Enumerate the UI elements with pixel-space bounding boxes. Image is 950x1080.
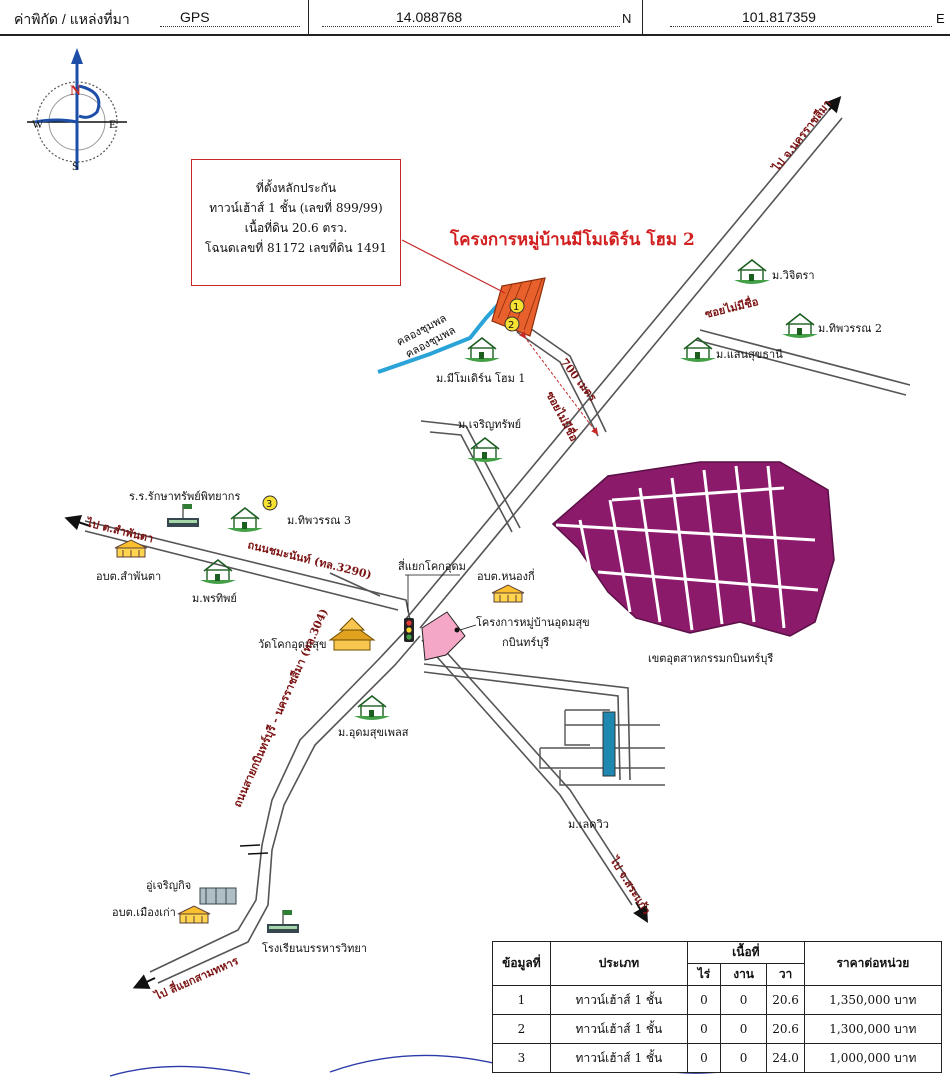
latitude-unit: N <box>622 11 632 26</box>
compass-east: E <box>109 117 116 131</box>
longitude-unit: E <box>936 11 945 26</box>
to-samphanta-label: ไป ต.สำพันตา <box>83 515 155 546</box>
house-icon <box>226 507 264 533</box>
coordinate-header: ค่าพิกัด / แหล่งที่มา GPS 14.088768 N 10… <box>0 0 950 36</box>
callout-line-3: โฉนดเลขที่ 81172 เลขที่ดิน 1491 <box>205 241 387 255</box>
table-row: 1 ทาวน์เฮ้าส์ 1 ชั้น 0 0 20.6 1,350,000 … <box>492 985 943 1015</box>
intersection-label: สี่แยกโคกอุดม <box>398 558 466 573</box>
col-header-price: ราคาต่อหน่วย <box>803 941 943 986</box>
to-nakhonratchasima-label: ไป จ.นครราชสีมา <box>768 97 834 176</box>
latitude-value: 14.088768 <box>396 9 463 25</box>
temple-icon <box>328 617 376 651</box>
project-title: โครงการหมู่บ้านมีโมเดิร์น โฮม 2 <box>450 230 695 250</box>
udomsuk-project-label: โครงการหมู่บ้านอุดมสุข <box>476 615 590 629</box>
table-row: 2 ทาวน์เฮ้าส์ 1 ชั้น 0 0 20.6 1,300,000 … <box>492 1014 943 1044</box>
road3290-label: ถนนชมะนันท์ (ทล.3290) <box>246 538 373 581</box>
col-header-type: ประเภท <box>549 941 689 986</box>
thipawan3-label: ม.ทิพวรรณ 3 <box>287 514 351 527</box>
school-icon <box>266 909 300 934</box>
house-icon <box>466 437 504 463</box>
marker-2 <box>504 316 520 332</box>
col-header-ngan: งาน <box>719 963 768 986</box>
school-raksa-label: ร.ร.รักษาทรัพย์พิทยากร <box>129 490 240 503</box>
temple-label: วัดโคกอุดมสุข <box>258 637 326 651</box>
col-header-wa: วา <box>766 963 805 986</box>
thipawan2-label: ม.ทิพวรรณ 2 <box>818 322 882 335</box>
charoensap-label: ม.เจริญทรัพย์ <box>458 418 521 431</box>
lakeview-lake <box>602 711 616 777</box>
compass-south: S <box>72 159 79 173</box>
mee-modern1-label: ม.มีโมเดิร์น โฮม 1 <box>436 371 525 385</box>
garage-icon <box>199 887 237 905</box>
building-icon <box>491 584 525 603</box>
marker-3 <box>262 495 278 511</box>
col-header-area: เนื้อที่ <box>687 941 805 964</box>
industrial-zone <box>551 461 835 637</box>
coord-label: ค่าพิกัด / แหล่งที่มา <box>14 11 130 27</box>
garage-label: อู่เจริญกิจ <box>146 879 191 892</box>
wichitra-label: ม.วิจิตรา <box>772 269 815 282</box>
location-map: N S E W เขตอุตสาหกรรมกบินทร์บุรี <box>27 48 911 1077</box>
compass-west: W <box>32 117 44 131</box>
to-srakaeo-label: ไป จ.สระแก้ว <box>606 852 653 916</box>
longitude-value: 101.817359 <box>742 9 816 25</box>
svg-text:3: 3 <box>266 499 272 510</box>
house-icon <box>781 313 819 339</box>
building-icon <box>177 905 211 924</box>
collateral-callout: ที่ตั้งหลักประกัน ทาวน์เฮ้าส์ 1 ชั้น (เล… <box>191 159 401 286</box>
to-military-label: ไป สี่แยกสามทหาร <box>150 952 240 1003</box>
school-bunhan-label: โรงเรียนบรรหารวิทยา <box>262 941 367 955</box>
callout-connector <box>401 239 506 294</box>
saensuk-label: ม.แสนสุขธานี <box>716 348 783 361</box>
house-icon <box>463 337 501 363</box>
obt-muangkao-label: อบต.เมืองเก่า <box>112 906 176 919</box>
distance-indicator <box>519 331 599 435</box>
school-icon <box>166 503 200 528</box>
compass-north: N <box>70 83 81 99</box>
latitude-cell: 14.088768 N <box>308 0 643 34</box>
longitude-cell: 101.817359 E <box>642 0 948 34</box>
obt-nongki-label: อบต.หนองกี่ <box>477 568 535 583</box>
compass-rose: N S E W <box>27 48 127 173</box>
udomsuk-place-label: ม.อุดมสุขเพลส <box>338 726 409 739</box>
house-icon <box>679 337 717 363</box>
comparison-table: ข้อมูลที่ ประเภท เนื้อที่ ราคาต่อหน่วย ไ… <box>492 941 943 1073</box>
callout-line-1: ทาวน์เฮ้าส์ 1 ชั้น (เลขที่ 899/99) <box>209 201 383 215</box>
soi-label-2: ซอยไม่มีชื่อ <box>703 293 760 321</box>
table-row: 3 ทาวน์เฮ้าส์ 1 ชั้น 0 0 24.0 1,000,000 … <box>492 1043 943 1073</box>
canal-line <box>377 294 508 374</box>
col-header-no: ข้อมูลที่ <box>492 941 551 986</box>
callout-line-2: เนื้อที่ดิน 20.6 ตรว. <box>244 221 348 235</box>
col-header-rai: ไร่ <box>687 963 721 986</box>
industrial-label: เขตอุตสาหกรรมกบินทร์บุรี <box>648 652 773 665</box>
house-icon <box>199 559 237 585</box>
svg-text:1: 1 <box>513 302 519 313</box>
svg-text:2: 2 <box>508 320 514 331</box>
callout-title: ที่ตั้งหลักประกัน <box>255 181 337 195</box>
lakeview-label: ม.เลควิว <box>568 818 609 831</box>
udomsuk-project-label-2: กบินทร์บุรี <box>502 636 549 649</box>
phonthip-label: ม.พรทิพย์ <box>192 592 237 605</box>
source-cell: ค่าพิกัด / แหล่งที่มา GPS <box>0 0 309 34</box>
source-value: GPS <box>180 9 210 25</box>
house-icon <box>733 259 771 285</box>
obt-samphanta-label: อบต.สำพันตา <box>96 570 161 583</box>
marker-1 <box>509 298 525 314</box>
udomsuk-zone <box>421 611 466 661</box>
traffic-light-icon <box>404 618 414 642</box>
soi-label-1: ซอยไม่มีชื่อ <box>543 388 582 443</box>
